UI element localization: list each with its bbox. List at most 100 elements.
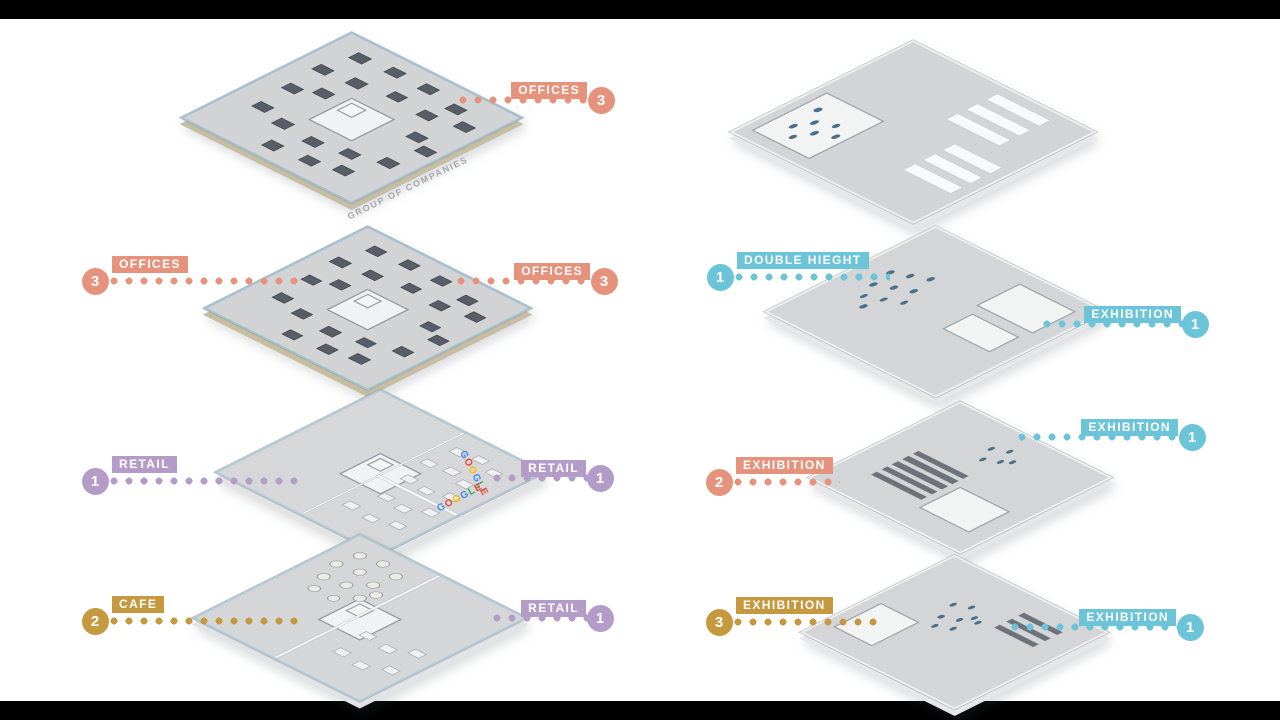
office-desk-cluster [364, 245, 388, 257]
iso-projection [201, 224, 535, 397]
office-desk-cluster [398, 258, 422, 271]
function-tag: CAFE [112, 596, 165, 613]
floor-plate [201, 224, 535, 392]
level-number-badge: 3 [590, 267, 618, 295]
office-desk-cluster [251, 101, 275, 113]
function-tag: OFFICES [514, 263, 590, 280]
cafe-table [363, 580, 383, 591]
function-tag: DOUBLE HIEGHT [737, 252, 869, 269]
dotted-leader-line [107, 277, 300, 285]
function-tag: OFFICES [112, 256, 188, 273]
visitor-figure [995, 459, 1006, 465]
office-desk-cluster [464, 311, 487, 323]
office-desk-cluster [355, 336, 378, 349]
dotted-leader-line [456, 96, 589, 104]
cafe-table [337, 580, 357, 591]
level-number-badge: 1 [1178, 423, 1206, 451]
dotted-leader-line [107, 617, 300, 625]
office-desk-cluster [311, 64, 336, 77]
level-number-badge: 1 [586, 604, 614, 632]
visitor-figure [905, 273, 917, 279]
retail-shelf [388, 520, 408, 531]
level-number-badge: 1 [1176, 613, 1204, 641]
left-floor-offices [201, 224, 535, 397]
floor-plate [798, 553, 1112, 711]
retail-shelf [407, 649, 428, 659]
dotted-leader-line [1015, 433, 1180, 441]
office-desk-cluster [319, 325, 343, 337]
office-desk-cluster [452, 121, 477, 134]
visitor-figure [972, 619, 983, 625]
office-desk-cluster [429, 299, 452, 312]
iso-projection [805, 399, 1115, 560]
office-desk-cluster [419, 320, 442, 333]
office-desk-cluster [361, 269, 385, 281]
cafe-table [314, 572, 334, 582]
iso-projection [212, 388, 548, 562]
dotted-leader-line [490, 474, 588, 482]
office-desk-cluster [329, 279, 352, 291]
left-floor-retail [212, 388, 548, 562]
office-desk-cluster [281, 82, 306, 95]
office-desk-cluster [427, 334, 450, 346]
function-tag: EXHIBITION [1079, 609, 1176, 626]
retail-shelf [332, 647, 352, 658]
office-desk-cluster [290, 307, 314, 320]
visitor-figure [986, 445, 997, 451]
office-desk-cluster [400, 282, 423, 294]
office-desk-cluster [415, 109, 440, 122]
level-number-badge: 1 [706, 263, 734, 291]
office-desk-cluster [414, 145, 438, 158]
cafe-table [350, 567, 370, 578]
visitor-figure [858, 303, 870, 310]
visitor-figure [888, 285, 900, 291]
function-tag: EXHIBITION [736, 457, 833, 474]
function-tag: EXHIBITION [1084, 306, 1181, 323]
function-tag: RETAIL [112, 456, 177, 473]
retail-shelf [392, 503, 413, 514]
office-desk-cluster [417, 83, 441, 96]
level-number-badge: 2 [81, 607, 109, 635]
office-desk-cluster [338, 148, 363, 160]
function-tag: OFFICES [511, 82, 587, 99]
office-desk-cluster [331, 164, 356, 177]
iso-projection [178, 31, 526, 211]
office-desk-cluster [348, 52, 373, 65]
cafe-table [350, 550, 370, 561]
visitor-figure [925, 276, 937, 283]
visitor-figure [898, 300, 910, 306]
function-tag: RETAIL [521, 600, 586, 617]
office-desk-cluster [405, 131, 430, 144]
right-floor-roof [727, 39, 1099, 231]
letterbox-top [0, 0, 1280, 19]
retail-shelf [418, 458, 439, 468]
cafe-table [323, 593, 344, 604]
right-floor-exhibition-lower [798, 553, 1112, 716]
visitor-figure [966, 604, 977, 610]
retail-shelf [341, 500, 361, 510]
office-desk-cluster [444, 103, 468, 116]
level-number-badge: 1 [586, 464, 614, 492]
office-desk-cluster [300, 274, 323, 286]
dotted-leader-line [1040, 320, 1183, 328]
double-height-gallery [751, 92, 885, 159]
function-tag: EXHIBITION [736, 597, 833, 614]
office-desk-cluster [392, 345, 415, 358]
dotted-leader-line [1008, 623, 1178, 631]
dotted-leader-line [107, 477, 300, 485]
visitor-figure [1007, 459, 1018, 465]
level-number-badge: 3 [705, 608, 733, 636]
retail-shelf [351, 660, 372, 671]
function-tag: RETAIL [521, 460, 586, 477]
iso-projection [727, 39, 1099, 231]
cafe-table [373, 559, 393, 569]
visitor-figure [868, 281, 880, 288]
retail-shelf [360, 513, 380, 523]
cafe-table [386, 572, 406, 582]
level-number-badge: 1 [81, 467, 109, 495]
cafe-table [327, 559, 347, 569]
office-desk-cluster [281, 328, 304, 341]
visitor-figure [977, 456, 988, 462]
dotted-leader-line [454, 277, 592, 285]
